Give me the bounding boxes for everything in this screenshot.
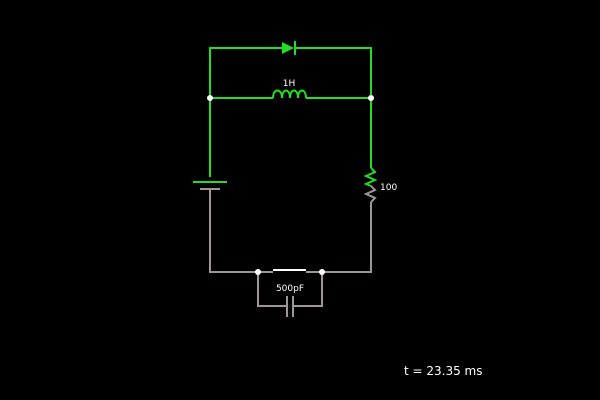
- capacitor[interactable]: 500pF: [276, 284, 304, 317]
- active-wires: [209, 47, 372, 177]
- idle-wires: [209, 189, 372, 307]
- resistor[interactable]: 100: [363, 167, 397, 203]
- node-right-mid[interactable]: [368, 95, 374, 101]
- nodes: [207, 95, 374, 275]
- battery[interactable]: [193, 181, 227, 190]
- node-left-mid[interactable]: [207, 95, 213, 101]
- node-switch-right[interactable]: [319, 269, 325, 275]
- inductor[interactable]: 1H: [272, 79, 307, 99]
- inductor-coil[interactable]: [272, 89, 307, 99]
- diode-triangle[interactable]: [282, 42, 294, 54]
- resistor-zigzag-upper[interactable]: [363, 167, 378, 187]
- inductor-label: 1H: [283, 79, 296, 89]
- capacitor-label: 500pF: [276, 284, 304, 294]
- resistor-label: 100: [380, 183, 397, 193]
- time-readout: t = 23.35 ms: [404, 364, 483, 378]
- node-switch-left[interactable]: [255, 269, 261, 275]
- resistor-zigzag-lower[interactable]: [363, 185, 377, 203]
- diode[interactable]: [282, 41, 296, 55]
